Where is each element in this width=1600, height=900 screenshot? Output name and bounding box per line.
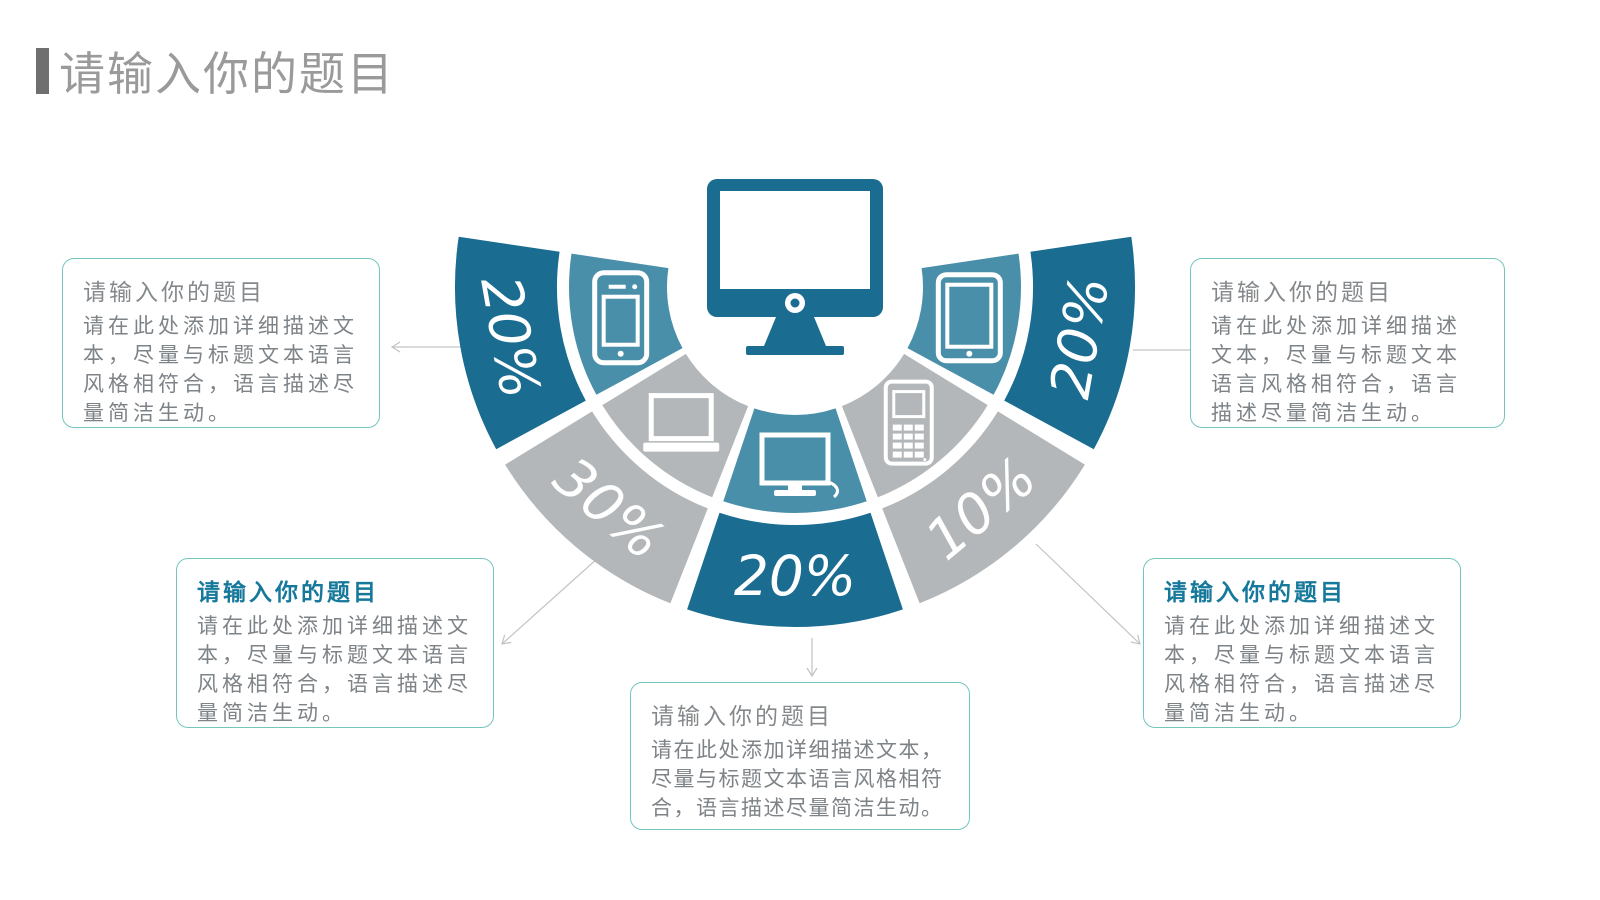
fan-percent-label: 20% xyxy=(734,544,856,608)
text-box-top-right[interactable]: 请输入你的题目 请在此处添加详细描述文本，尽量与标题文本语言风格相符合，语言描述… xyxy=(1190,258,1505,428)
tablet-icon xyxy=(935,272,1003,364)
text-box-title: 请输入你的题目 xyxy=(83,280,265,305)
text-box-body: 请在此处添加详细描述文本，尽量与标题文本语言风格相符合，语言描述尽量简洁生动。 xyxy=(197,614,472,725)
text-box-title: 请输入你的题目 xyxy=(197,580,379,605)
fan-segment-percent xyxy=(687,512,903,627)
connector-line xyxy=(501,557,599,645)
text-box-body: 请在此处添加详细描述文本，尽量与标题文本语言风格相符合，语言描述尽量简洁生动。 xyxy=(83,314,358,425)
fan-icons xyxy=(592,270,1003,499)
text-box-bottom-center[interactable]: 请输入你的题目 请在此处添加详细描述文本，尽量与标题文本语言风格相符合，语言描述… xyxy=(630,682,970,830)
connector-line xyxy=(1035,543,1141,645)
desktop-icon xyxy=(759,432,839,499)
fan-segment-laptop-icon xyxy=(602,353,749,498)
text-box-title: 请输入你的题目 xyxy=(651,704,833,729)
text-box-body: 请在此处添加详细描述文本，尽量与标题文本语言风格相符合，语言描述尽量简洁生动。 xyxy=(1211,314,1461,425)
smartphone-icon xyxy=(592,270,650,366)
page-title[interactable]: 请输入你的题目 xyxy=(59,48,395,100)
fan-segment-percent xyxy=(1004,236,1136,450)
text-box-body: 请在此处添加详细描述文本，尽量与标题文本语言风格相符合，语言描述尽量简洁生动。 xyxy=(651,738,944,820)
title-accent-bar xyxy=(36,48,49,94)
feature-phone-icon xyxy=(883,379,934,466)
text-box-title: 请输入你的题目 xyxy=(1211,280,1393,305)
fan-segment-percent xyxy=(505,411,708,604)
monitor-icon xyxy=(707,179,883,355)
slide-header: 请输入你的题目 xyxy=(36,38,395,104)
text-box-bottom-left[interactable]: 请输入你的题目 请在此处添加详细描述文本，尽量与标题文本语言风格相符合，语言描述… xyxy=(176,558,494,728)
fan-segment-desktop-icon xyxy=(723,408,867,513)
fan-segment-percent xyxy=(454,236,586,450)
text-box-top-left[interactable]: 请输入你的题目 请在此处添加详细描述文本，尽量与标题文本语言风格相符合，语言描述… xyxy=(62,258,380,428)
fan-segment-percent xyxy=(882,411,1085,604)
laptop-icon xyxy=(643,393,720,452)
text-box-title: 请输入你的题目 xyxy=(1164,580,1346,605)
text-box-bottom-right[interactable]: 请输入你的题目 请在此处添加详细描述文本，尽量与标题文本语言风格相符合，语言描述… xyxy=(1143,558,1461,728)
text-box-body: 请在此处添加详细描述文本，尽量与标题文本语言风格相符合，语言描述尽量简洁生动。 xyxy=(1164,614,1439,725)
connector-arrows xyxy=(390,341,1202,678)
